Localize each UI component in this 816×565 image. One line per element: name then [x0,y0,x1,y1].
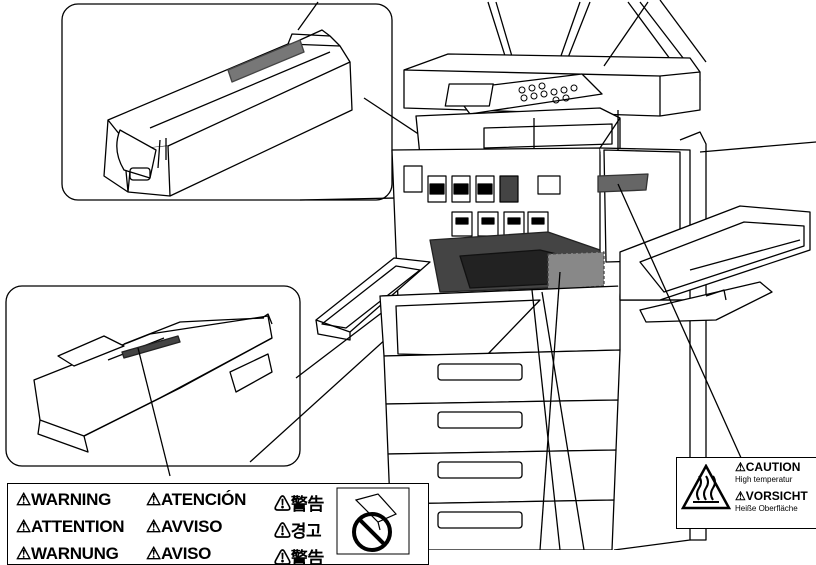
vorsicht-subtitle: Heiße Oberfläche [735,504,798,513]
transfer-leader [531,289,561,551]
vorsicht-title: ⚠VORSICHT [735,489,808,503]
mfp-illustration [5,0,816,551]
waste-leader [137,347,171,477]
warning-zh: ⚠警告 [274,495,325,514]
hot-surface-icon [681,464,731,510]
diagram-stage: ⚠WARNING ⚠ATENCIÓN ⚠警告 ⚠ATTENTION ⚠AVVIS… [5,0,816,565]
mfp-machine [315,0,811,551]
warning-ko: ⚠경고 [274,522,322,541]
warning-it: ⚠AVVISO [146,517,223,536]
fuser-leader [699,141,816,153]
no-disposal-icon [336,487,410,555]
caution-title: ⚠CAUTION [735,460,801,474]
toner-leader [297,1,319,31]
warning-label: ⚠WARNING ⚠ATENCIÓN ⚠警告 ⚠ATTENTION ⚠AVVIS… [7,483,429,565]
transfer-leader-2 [541,291,585,551]
transfer-leader-3 [539,271,561,551]
glass-leader [603,1,649,67]
warning-fr: ⚠ATTENTION [16,517,125,536]
caution-subtitle: High temperatur [735,475,793,484]
warning-de: ⚠WARNUNG [16,544,119,563]
waste-toner-callout [5,285,301,467]
toner-cartridge-callout [61,3,393,201]
warning-zh-tw: ⚠警告 [274,549,325,565]
warning-pt: ⚠AVISO [146,544,212,563]
caution-leader [617,183,743,461]
warning-es: ⚠ATENCIÓN [146,490,247,509]
warning-en: ⚠WARNING [16,490,112,509]
caution-label: ⚠CAUTION High temperatur ⚠VORSICHT Heiße… [676,457,816,529]
